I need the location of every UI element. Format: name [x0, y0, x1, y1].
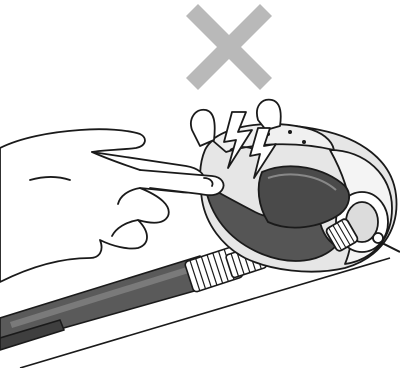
x-mark-icon [192, 10, 266, 84]
hand-shape [0, 129, 204, 282]
